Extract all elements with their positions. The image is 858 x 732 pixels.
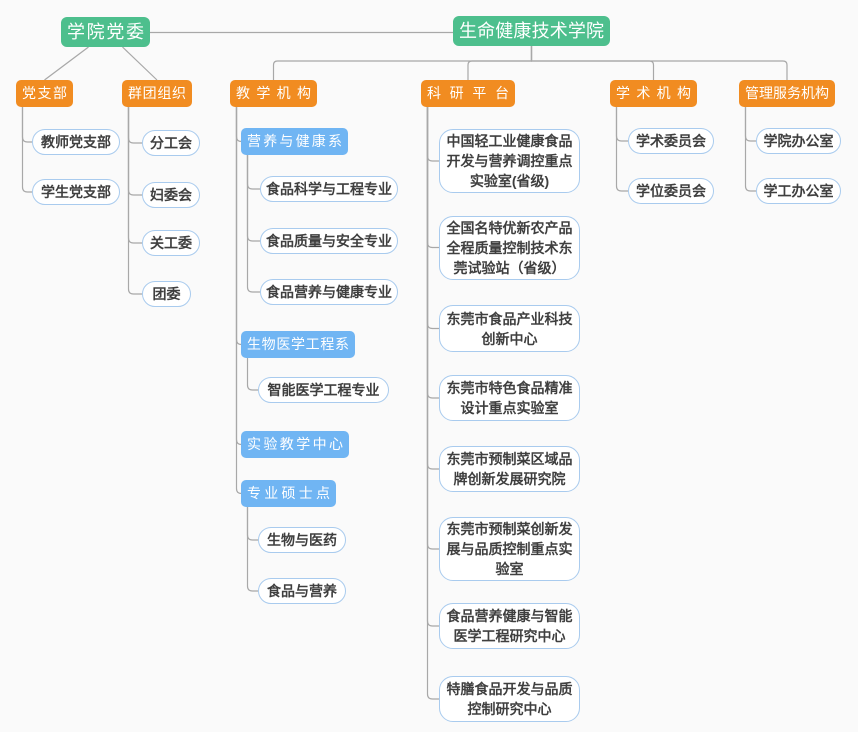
- connector-research-platforms--special-food-center: [426, 107, 439, 700]
- connector-party-branches--teacher-party-branch: [21, 107, 32, 143]
- connector-college--academic-bodies: [530, 46, 655, 80]
- org-node-teaching-units[interactable]: 教学机构: [230, 80, 317, 107]
- connector-teaching-units--experimental-teaching-center: [235, 107, 242, 446]
- org-node-mass-organizations[interactable]: 群团组织: [122, 80, 192, 107]
- connector-academic-bodies--academic-committee: [615, 107, 628, 142]
- org-node-student-party-branch[interactable]: 学生党支部: [32, 179, 120, 205]
- connector-mass-organizations--care-committee: [127, 107, 142, 244]
- connector-research-platforms--key-lab-healthy-food: [426, 107, 439, 162]
- connector-biomedical-eng-dept--intelligent-medical-eng-major: [246, 358, 258, 391]
- connector-college--admin-service-units: [530, 46, 788, 80]
- connector-academic-bodies--degree-committee: [615, 107, 628, 192]
- org-node-featured-food-design-lab[interactable]: 东莞市特色食品精准设计重点实验室: [439, 375, 580, 421]
- connector-nutrition-health-dept--food-nutrition-health-major: [246, 155, 260, 293]
- org-node-food-and-nutrition[interactable]: 食品与营养: [258, 578, 346, 604]
- connector-mass-organizations--youth-league: [127, 107, 142, 295]
- org-node-academic-bodies[interactable]: 学术机构: [610, 80, 697, 107]
- org-node-degree-committee[interactable]: 学位委员会: [628, 178, 714, 204]
- connector-nutrition-health-dept--food-science-eng-major: [246, 155, 260, 190]
- org-node-experimental-teaching-center[interactable]: 实验教学中心: [241, 431, 349, 458]
- org-node-precooked-brand-institute[interactable]: 东莞市预制菜区域品牌创新发展研究院: [439, 446, 580, 492]
- org-node-youth-league[interactable]: 团委: [142, 281, 191, 307]
- org-node-biomedical-eng-dept[interactable]: 生物医学工程系: [241, 331, 355, 358]
- org-node-nutrition-medical-eng-center[interactable]: 食品营养健康与智能医学工程研究中心: [439, 603, 580, 649]
- org-node-special-food-center[interactable]: 特膳食品开发与品质控制研究中心: [439, 676, 580, 722]
- org-node-party-branches[interactable]: 党支部: [16, 80, 73, 107]
- connector-admin-service-units--student-affairs-office: [744, 107, 756, 192]
- connector-admin-service-units--college-office: [744, 107, 756, 142]
- org-node-food-industry-innovation-center[interactable]: 东莞市食品产业科技创新中心: [439, 305, 580, 352]
- connector-research-platforms--agri-product-station: [426, 107, 439, 249]
- org-node-biology-and-medicine[interactable]: 生物与医药: [258, 527, 346, 553]
- org-node-admin-service-units[interactable]: 管理服务机构: [739, 80, 835, 107]
- connector-research-platforms--featured-food-design-lab: [426, 107, 439, 399]
- connector-mass-organizations--women-committee: [127, 107, 142, 196]
- org-node-care-committee[interactable]: 关工委: [142, 230, 200, 256]
- org-node-professional-master-programs[interactable]: 专业硕士点: [241, 480, 336, 507]
- org-node-intelligent-medical-eng-major[interactable]: 智能医学工程专业: [258, 377, 389, 403]
- connector-college--research-platforms: [467, 46, 533, 80]
- connector-party-branches--student-party-branch: [21, 107, 32, 193]
- connector-party-committee--mass-organizations: [122, 46, 158, 81]
- connector-nutrition-health-dept--food-quality-safety-major: [246, 155, 260, 242]
- org-node-food-quality-safety-major[interactable]: 食品质量与安全专业: [260, 228, 398, 254]
- org-node-student-affairs-office[interactable]: 学工办公室: [756, 178, 841, 204]
- org-node-college-office[interactable]: 学院办公室: [756, 128, 841, 154]
- connector-research-platforms--food-industry-innovation-center: [426, 107, 439, 330]
- org-node-key-lab-healthy-food[interactable]: 中国轻工业健康食品开发与营养调控重点实验室(省级): [439, 129, 580, 193]
- org-node-college[interactable]: 生命健康技术学院: [453, 16, 610, 46]
- org-node-teacher-party-branch[interactable]: 教师党支部: [32, 129, 120, 155]
- org-node-food-nutrition-health-major[interactable]: 食品营养与健康专业: [260, 279, 398, 305]
- connector-professional-master-programs--biology-and-medicine: [246, 507, 258, 541]
- org-node-nutrition-health-dept[interactable]: 营养与健康系: [241, 128, 348, 155]
- connector-professional-master-programs--food-and-nutrition: [246, 507, 258, 592]
- org-node-academic-committee[interactable]: 学术委员会: [628, 128, 714, 154]
- org-node-research-platforms[interactable]: 科研平台: [421, 80, 515, 107]
- connector-party-committee--party-branches: [44, 46, 89, 81]
- org-node-agri-product-station[interactable]: 全国名特优新农产品全程质量控制技术东莞试验站（省级）: [439, 216, 580, 280]
- connector-mass-organizations--labor-union: [127, 107, 142, 144]
- org-node-labor-union[interactable]: 分工会: [142, 130, 200, 156]
- org-node-food-science-eng-major[interactable]: 食品科学与工程专业: [260, 176, 398, 202]
- connector-college--teaching-units: [272, 46, 533, 80]
- org-node-women-committee[interactable]: 妇委会: [142, 182, 200, 208]
- org-node-party-committee[interactable]: 学院党委: [61, 17, 150, 47]
- org-node-precooked-quality-lab[interactable]: 东莞市预制菜创新发展与品质控制重点实验室: [439, 517, 580, 581]
